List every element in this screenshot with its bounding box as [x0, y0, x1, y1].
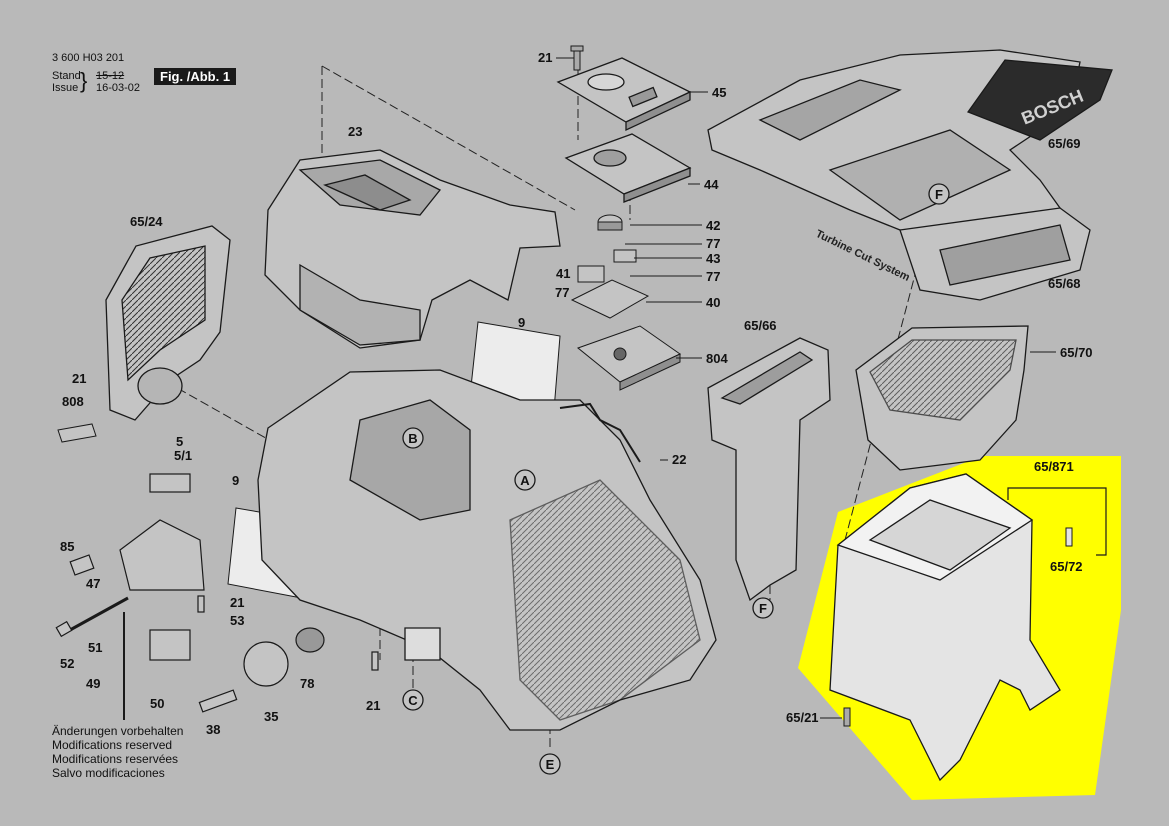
part-40-switch	[570, 279, 650, 319]
part-65-70-basket	[855, 325, 1029, 471]
marker-f-bottom: F	[759, 601, 767, 616]
part-43-button	[613, 249, 637, 263]
label-808: 808	[62, 394, 84, 409]
label-35: 35	[264, 709, 278, 724]
doc-number: 3 600 H03 201	[52, 52, 125, 64]
label-52: 52	[60, 656, 74, 671]
bracket-65-871	[1007, 487, 1107, 556]
label-40: 40	[706, 295, 720, 310]
reference-markers	[402, 183, 950, 775]
label-65-871: 65/871	[1034, 459, 1074, 474]
label-9-left: 9	[232, 473, 239, 488]
part-65-69-top-cover	[707, 49, 1113, 271]
marker-c: C	[408, 693, 418, 708]
part-44-plate	[564, 133, 692, 203]
label-65-21: 65/21	[786, 710, 819, 725]
part-23-housing	[264, 149, 561, 349]
label-804: 804	[706, 351, 728, 366]
label-47: 47	[86, 576, 100, 591]
part-41-switch	[577, 265, 605, 283]
label-22: 22	[672, 452, 686, 467]
label-5: 5	[176, 434, 183, 449]
label-85: 85	[60, 539, 74, 554]
part-65-871-container	[829, 473, 1061, 782]
part-42-knob	[597, 214, 623, 231]
stand-label: Stand	[52, 70, 81, 82]
label-41: 41	[556, 266, 570, 281]
modifications-notes: Änderungen vorbehalten Modifications res…	[52, 724, 183, 780]
label-21-mid: 21	[230, 595, 244, 610]
label-43: 43	[706, 251, 720, 266]
label-65-69: 65/69	[1048, 136, 1081, 151]
label-21-top: 21	[538, 50, 552, 65]
part-number-labels: 21 45 44 23 42 77 43 41 77 77 40 9 804 6…	[60, 50, 1093, 737]
part-22-strip	[559, 402, 641, 463]
leader-lines	[556, 57, 1056, 719]
part-65-66-handle	[707, 337, 831, 602]
note-de: Änderungen vorbehalten	[52, 724, 184, 738]
label-42: 42	[706, 218, 720, 233]
label-65-70: 65/70	[1060, 345, 1093, 360]
label-53: 53	[230, 613, 244, 628]
label-65-68: 65/68	[1048, 276, 1081, 291]
label-77a: 77	[706, 236, 720, 251]
part-808-pad	[57, 423, 97, 443]
label-38: 38	[206, 722, 220, 737]
note-fr: Modifications reservées	[52, 752, 179, 766]
figure-label: Fig. /Abb. 1	[154, 68, 237, 85]
label-65-72: 65/72	[1050, 559, 1083, 574]
brace: }	[80, 68, 88, 93]
part-65-24-grille	[105, 225, 231, 421]
label-50: 50	[150, 696, 164, 711]
marker-f-top: F	[935, 187, 943, 202]
note-en: Modifications reserved	[52, 738, 173, 752]
label-78: 78	[300, 676, 314, 691]
label-51: 51	[88, 640, 102, 655]
part-65-68-front-panel	[899, 207, 1091, 301]
label-23: 23	[348, 124, 362, 139]
label-65-66: 65/66	[744, 318, 777, 333]
screw-21-top	[570, 45, 584, 71]
marker-b: B	[408, 431, 417, 446]
issue-value: 16-03-02	[96, 82, 141, 94]
marker-e: E	[546, 757, 555, 772]
system-label: Turbine Cut System	[814, 228, 912, 284]
marker-a: A	[520, 473, 530, 488]
issue-label: Issue	[52, 82, 79, 94]
label-21-bottom: 21	[366, 698, 380, 713]
label-49: 49	[86, 676, 100, 691]
part-45-plate	[556, 57, 692, 132]
label-44: 44	[704, 177, 719, 192]
label-9-top: 9	[518, 315, 525, 330]
screw-65-21	[843, 707, 851, 727]
label-5-1: 5/1	[174, 448, 192, 463]
label-65-24: 65/24	[130, 214, 163, 229]
small-parts-left	[55, 473, 379, 720]
label-21-left: 21	[72, 371, 86, 386]
stand-value: 15-12	[96, 70, 125, 82]
part-804-circuit-board	[576, 325, 681, 391]
label-77b: 77	[706, 269, 720, 284]
part-65-72-pin	[1065, 527, 1073, 547]
note-es: Salvo modificaciones	[52, 766, 165, 780]
main-housing-base	[257, 369, 717, 731]
label-45: 45	[712, 85, 726, 100]
label-77c: 77	[555, 285, 569, 300]
